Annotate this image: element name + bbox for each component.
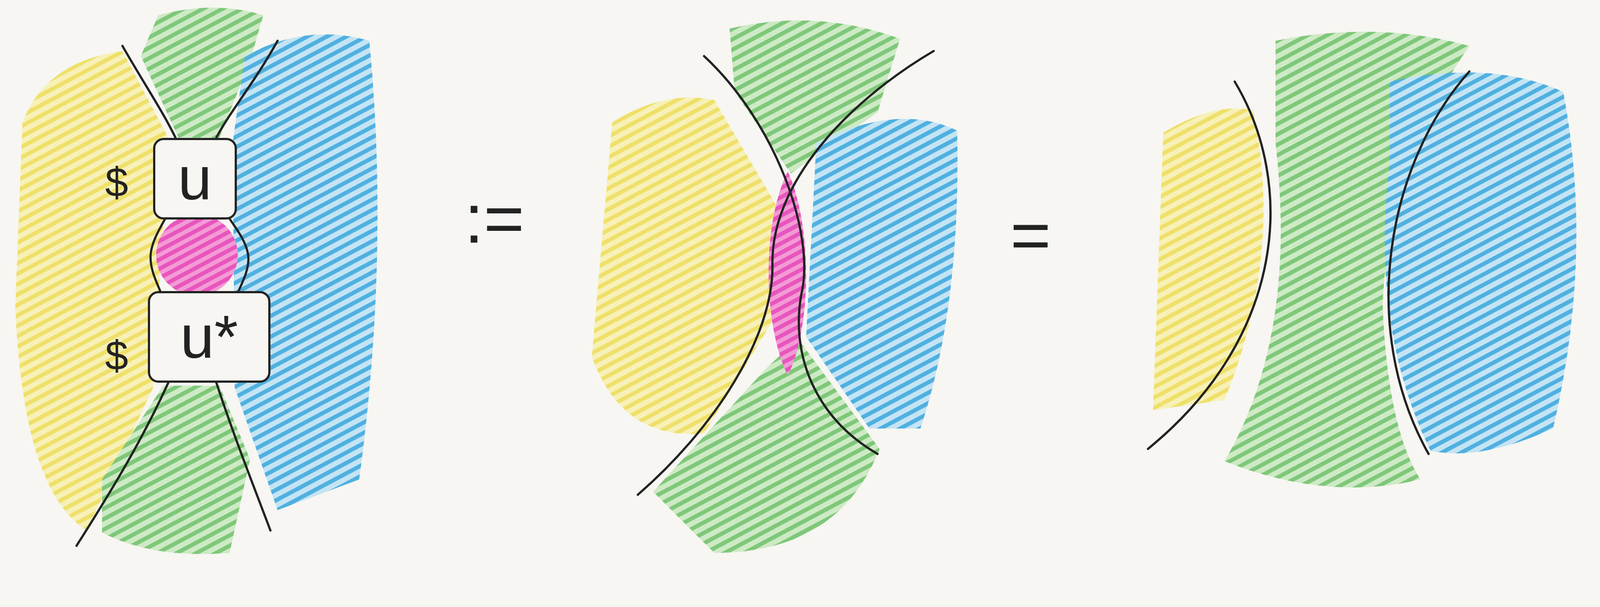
crossing-regions [591,20,958,553]
crossing-strands [637,51,934,495]
morphism-box: u [153,137,237,220]
strands [76,41,278,546]
scalar-mark: $ [105,161,129,203]
strand-connector [150,219,165,291]
equation-sign: := [464,183,525,254]
morphism-label: u* [180,306,238,368]
scalar-mark: $ [105,334,129,377]
strand-connector [229,219,249,291]
morphism-box: u* [147,290,271,383]
parallel-strands [1148,71,1470,455]
morphism-label: u [177,147,212,209]
equation-sign: = [1010,200,1051,271]
crayon-regions [15,7,378,554]
parallel-regions [1152,31,1577,488]
